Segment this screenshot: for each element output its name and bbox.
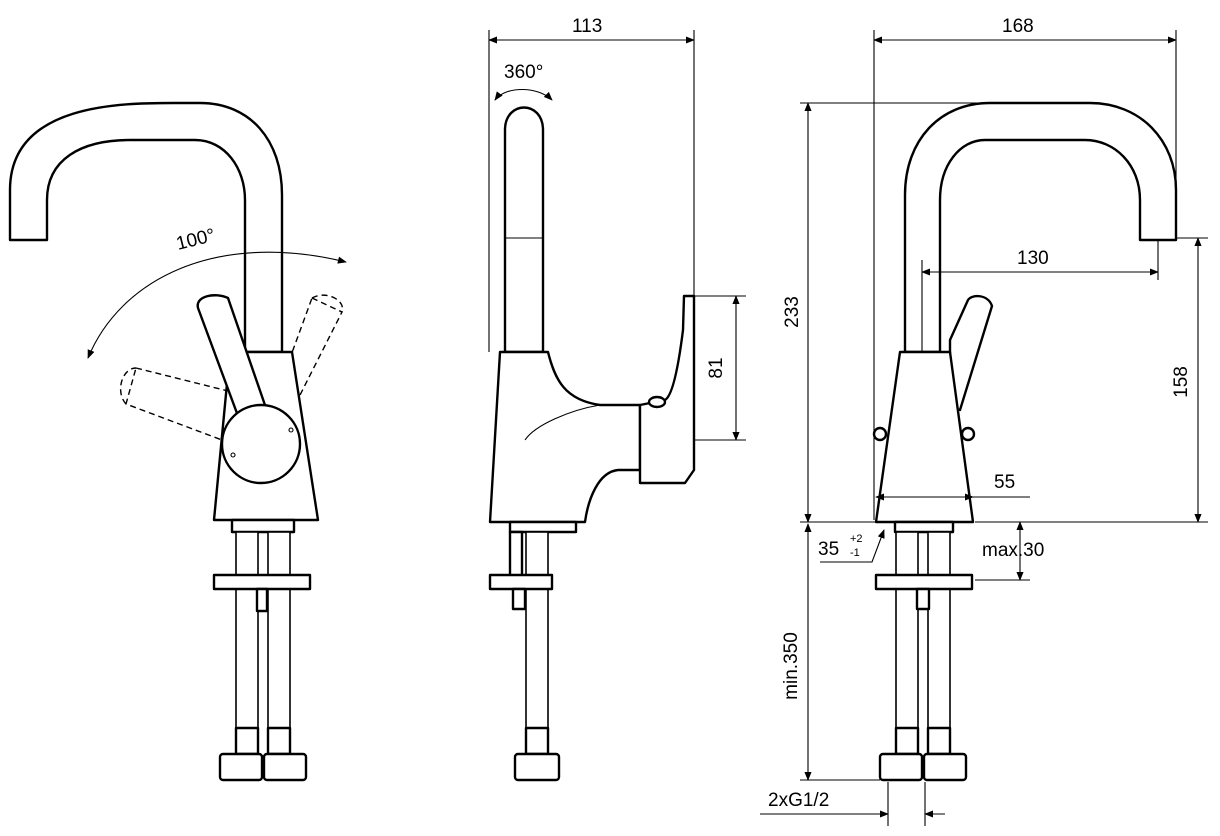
rear-mounting-plate [874, 573, 974, 591]
front-mounting-plate [212, 573, 312, 591]
label-lever-height: 81 [706, 357, 727, 378]
label-hole-tolerance-lower: -1 [850, 547, 860, 559]
label-hose-connection: 2xG1/2 [768, 790, 829, 811]
label-base-diameter: 55 [994, 472, 1015, 493]
label-hose-length: min.350 [781, 632, 802, 700]
front-view: 100° [8, 101, 347, 782]
front-hose-nut-right [262, 752, 308, 782]
side-view: 360° 113 81 [488, 16, 746, 782]
rear-lever [948, 294, 994, 412]
front-fixing-nut [230, 518, 296, 534]
rear-hose-right [927, 531, 951, 729]
front-hose-right [267, 531, 291, 729]
side-mounting-plate [488, 573, 554, 591]
label-deck-thickness: max.30 [982, 540, 1044, 561]
front-spout [8, 101, 284, 354]
front-hose-nut-left [218, 752, 264, 782]
side-hose-nut [513, 752, 561, 782]
rear-hose-nut-left [878, 752, 924, 782]
rear-body [874, 350, 975, 524]
front-hose-left [235, 531, 259, 729]
label-hole-diameter: 35 [818, 539, 839, 560]
label-lever-rotation: 100° [174, 225, 217, 255]
rear-hose-left [895, 531, 919, 729]
side-spout [503, 106, 545, 354]
label-spout-reach: 130 [1017, 248, 1049, 269]
front-lever [196, 294, 268, 418]
side-body [488, 350, 642, 524]
rear-spout [903, 101, 1178, 354]
side-hose [525, 531, 549, 729]
front-lever-cap [220, 403, 302, 485]
side-lever [638, 294, 696, 485]
label-total-width: 168 [1002, 16, 1034, 37]
front-rotation-arc [87, 251, 347, 359]
label-hole-tolerance-upper: +2 [850, 533, 863, 545]
label-side-depth: 113 [572, 16, 602, 37]
label-total-height: 233 [782, 296, 803, 328]
front-lever-ghost-left [119, 367, 233, 441]
label-outlet-height: 158 [1171, 366, 1192, 398]
rear-view: 168 233 130 158 55 35 +2 -1 max.30 min.3… [760, 16, 1208, 826]
label-spout-swivel: 360° [504, 62, 543, 83]
rear-hose-nut-right [922, 752, 968, 782]
